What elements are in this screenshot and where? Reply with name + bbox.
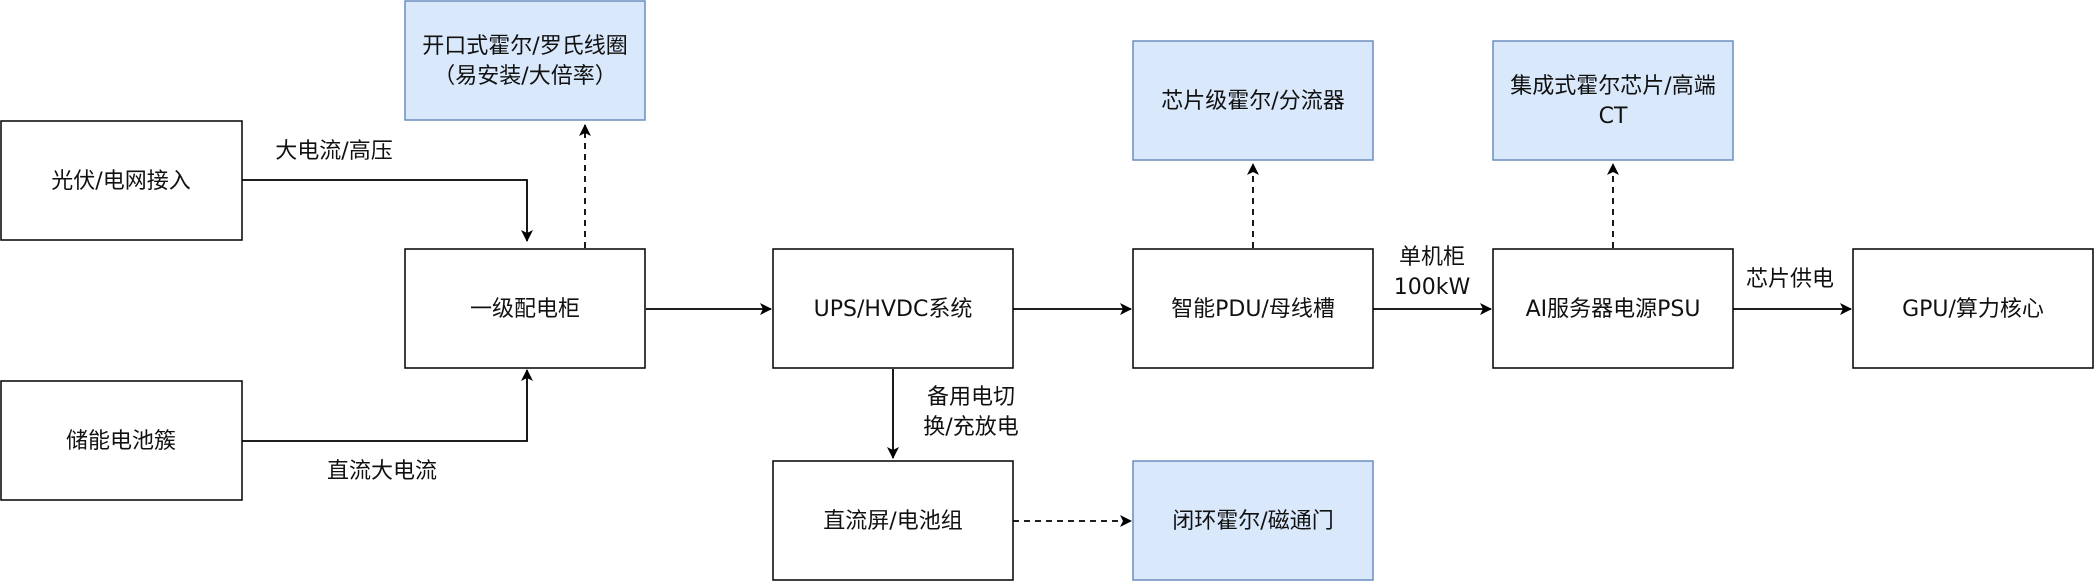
node-label: 芯片级霍尔/分流器 [1161,89,1344,114]
edge-label-ups-to-dc-line-1: 备用电切 [927,385,1015,410]
edge-label-pdu-to-psu-line-1: 单机柜 [1399,245,1465,270]
edge-battery-to-cabinet [242,369,533,442]
edge-label-psu-to-gpu: 芯片供电 [1746,267,1834,292]
sensor-integrated-hall-ct: 集成式霍尔芯片/高端 CT [1492,40,1734,161]
node-label-line-2: （易安装/大倍率） [433,64,616,89]
node-ups-hvdc-system: UPS/HVDC系统 [772,248,1014,369]
node-label: 智能PDU/母线槽 [1171,297,1335,322]
edge-label-pv-to-cabinet: 大电流/高压 [275,139,392,164]
node-label-line-1: 开口式霍尔/罗氏线圈 [422,34,627,59]
node-smart-pdu-busway: 智能PDU/母线槽 [1132,248,1374,369]
node-label: UPS/HVDC系统 [814,297,973,322]
node-dc-screen-battery-pack: 直流屏/电池组 [772,460,1014,581]
node-label: 直流屏/电池组 [823,509,962,534]
node-label: 一级配电柜 [470,297,580,322]
node-gpu-compute-core: GPU/算力核心 [1852,248,2094,369]
node-battery-cluster: 储能电池簇 [0,380,243,501]
node-primary-distribution-cabinet: 一级配电柜 [404,248,646,369]
sensor-closedloop-hall-fluxgate: 闭环霍尔/磁通门 [1132,460,1374,581]
node-label: 闭环霍尔/磁通门 [1172,509,1333,534]
node-label-line-2: CT [1599,104,1628,129]
edge-label-pdu-to-psu-line-2: 100kW [1394,275,1471,300]
sensor-openloop-hall-rogowski: 开口式霍尔/罗氏线圈 （易安装/大倍率） [404,0,646,121]
node-label: 光伏/电网接入 [51,169,190,194]
node-label-line-1: 集成式霍尔芯片/高端 [1510,74,1715,99]
edge-label-ups-to-dc-line-2: 换/充放电 [923,415,1018,440]
node-ai-server-psu: AI服务器电源PSU [1492,248,1734,369]
sensor-chip-hall-shunt: 芯片级霍尔/分流器 [1132,40,1374,161]
node-label: AI服务器电源PSU [1526,297,1701,322]
node-label: GPU/算力核心 [1902,297,2044,322]
node-label: 储能电池簇 [66,429,176,454]
edge-pv-to-cabinet [242,179,533,242]
edge-label-battery-to-cabinet: 直流大电流 [327,459,437,484]
node-pv-grid-input: 光伏/电网接入 [0,120,243,241]
